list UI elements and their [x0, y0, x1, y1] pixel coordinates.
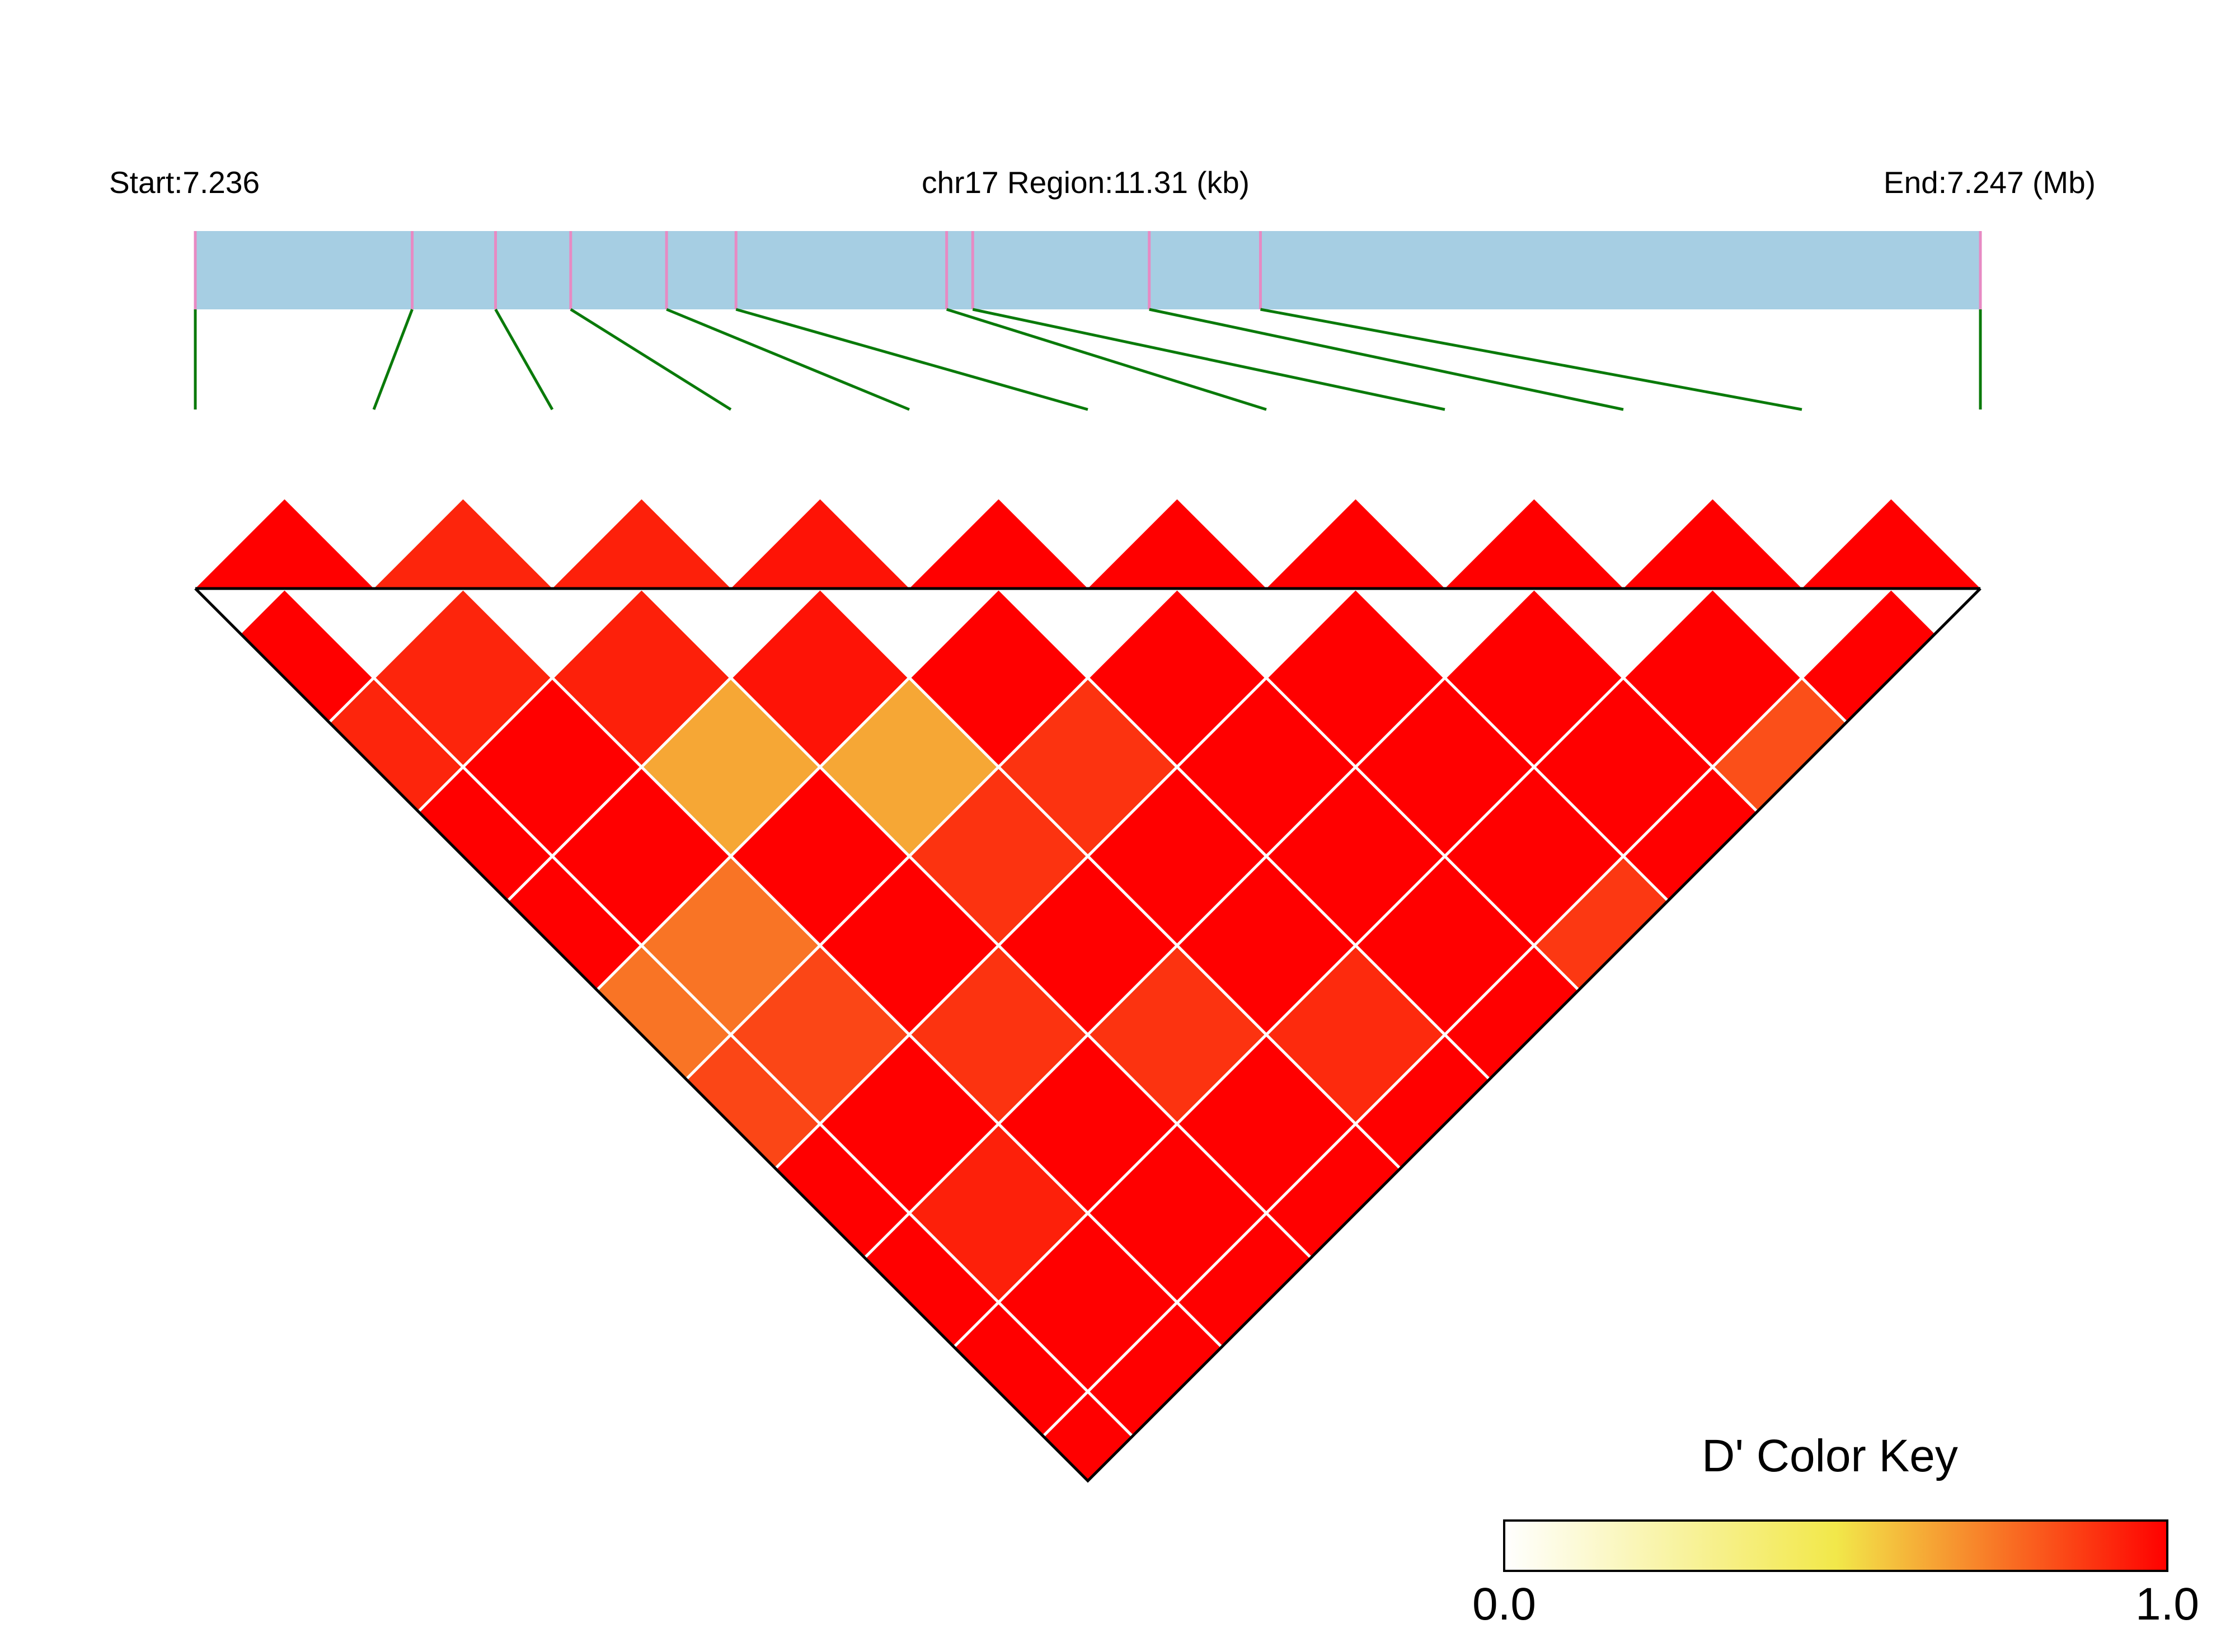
color-key-min-label: 0.0 — [1472, 1579, 1536, 1630]
snp-connector-line — [972, 308, 1445, 411]
region-end-label: End:7.247 (Mb) — [1884, 165, 2096, 200]
ld-top-triangle — [1088, 499, 1266, 589]
ld-cell-group — [195, 589, 1980, 1481]
triangle-outline-group — [194, 587, 1982, 1483]
color-key-bar — [1503, 1519, 2168, 1572]
ld-top-triangle — [195, 499, 374, 589]
snp-connector-line — [1149, 308, 1624, 411]
ld-top-triangle — [1445, 499, 1623, 589]
snp-connector-group — [194, 308, 1982, 411]
snp-connector-line — [494, 308, 554, 411]
snp-tick-group — [194, 231, 1982, 309]
snp-connector-line — [1260, 308, 1802, 411]
color-key-max-label: 1.0 — [2135, 1579, 2199, 1630]
snp-connector-line — [372, 309, 414, 410]
region-start-label: Start:7.236 — [109, 165, 260, 200]
region-bar — [195, 231, 1980, 309]
heatmap-outline — [194, 587, 1982, 1483]
ld-top-triangle — [1802, 499, 1980, 589]
snp-connector-line — [570, 308, 732, 411]
snp-connector-line — [666, 308, 910, 411]
region-title: chr17 Region:11.31 (kb) — [922, 165, 1250, 200]
ld-top-triangle — [552, 499, 731, 589]
snp-connector-line — [735, 308, 1088, 411]
color-key-title: D' Color Key — [1702, 1430, 1958, 1481]
top-triangle-group — [195, 499, 1980, 589]
ld-top-triangle — [1266, 499, 1445, 589]
ld-top-triangle — [731, 499, 909, 589]
snp-connector-line — [946, 308, 1267, 411]
ld-top-triangle — [374, 499, 552, 589]
ld-top-triangle — [909, 499, 1088, 589]
ld-top-triangle — [1623, 499, 1802, 589]
